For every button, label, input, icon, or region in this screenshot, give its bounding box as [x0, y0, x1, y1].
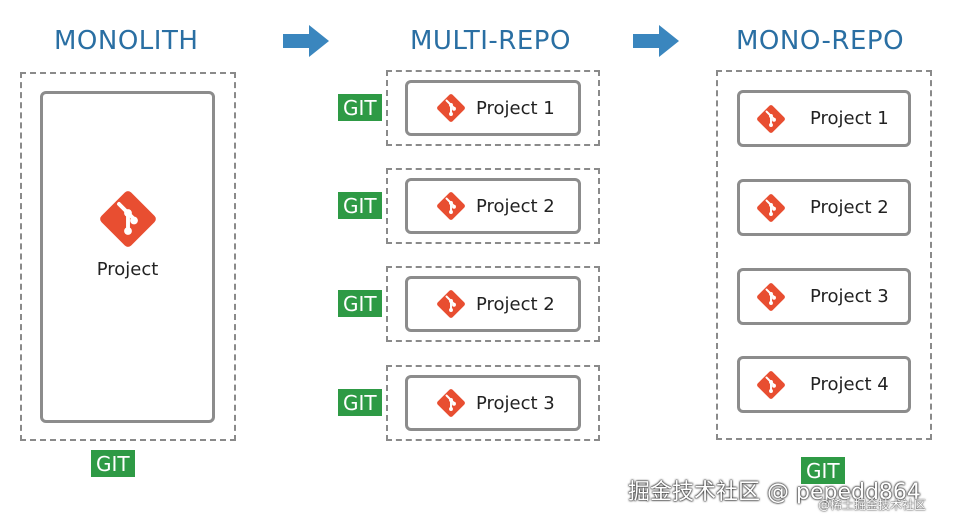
- mono-repo-project-label: Project 3: [810, 286, 889, 307]
- multi-repo-boundary: [386, 365, 600, 441]
- git-logo-icon: [437, 192, 465, 220]
- mono-repo-project-label: Project 2: [810, 197, 889, 218]
- mono-repo-boundary: [716, 70, 932, 440]
- arrow-right-icon: [633, 25, 679, 57]
- watermark-subtext: @稀土掘金技术社区: [818, 498, 927, 512]
- mono-repo-project-box: Project 2: [737, 179, 911, 236]
- monolith-project-box: Project: [40, 91, 215, 423]
- multi-repo-project-box: Project 2: [405, 178, 581, 234]
- monolith-repo-boundary: [20, 72, 236, 441]
- multi-repo-boundary: [386, 168, 600, 244]
- multi-repo-project-label: Project 2: [476, 293, 555, 315]
- multi-repo-title: MULTI-REPO: [410, 26, 571, 56]
- multi-repo-project-box: Project 3: [405, 375, 581, 431]
- multi-repo-git-badge: GIT: [338, 290, 382, 317]
- monolith-project-label: Project: [96, 259, 159, 280]
- multi-repo-project-label: Project 1: [476, 97, 555, 119]
- git-logo-icon: [757, 370, 785, 399]
- mono-repo-project-box: Project 4: [737, 356, 911, 413]
- git-logo-icon: [437, 94, 465, 122]
- mono-repo-project-box: Project 1: [737, 90, 911, 147]
- mono-repo-git-badge: GIT: [801, 457, 845, 484]
- multi-repo-project-box: Project 1: [405, 80, 581, 136]
- multi-repo-project-label: Project 2: [476, 195, 555, 217]
- mono-repo-project-label: Project 4: [810, 374, 889, 395]
- git-logo-icon: [757, 282, 785, 311]
- mono-repo-title: MONO-REPO: [736, 26, 905, 56]
- watermark-text: 掘金技术社区 @ pepedd864: [628, 480, 921, 505]
- multi-repo-project-box: Project 2: [405, 276, 581, 332]
- git-logo-icon: [437, 389, 465, 417]
- mono-repo-project-label: Project 1: [810, 108, 889, 129]
- multi-repo-boundary: [386, 70, 600, 146]
- git-logo-icon: [99, 191, 156, 247]
- monolith-title: MONOLITH: [54, 26, 199, 56]
- multi-repo-project-label: Project 3: [476, 392, 555, 414]
- git-logo-icon: [757, 104, 785, 133]
- git-logo-icon: [437, 290, 465, 318]
- multi-repo-git-badge: GIT: [338, 94, 382, 121]
- git-logo-icon: [757, 193, 785, 222]
- multi-repo-boundary: [386, 266, 600, 342]
- multi-repo-git-badge: GIT: [338, 192, 382, 219]
- arrow-right-icon: [283, 25, 329, 57]
- multi-repo-git-badge: GIT: [338, 389, 382, 416]
- monolith-git-badge: GIT: [91, 450, 135, 477]
- mono-repo-project-box: Project 3: [737, 268, 911, 325]
